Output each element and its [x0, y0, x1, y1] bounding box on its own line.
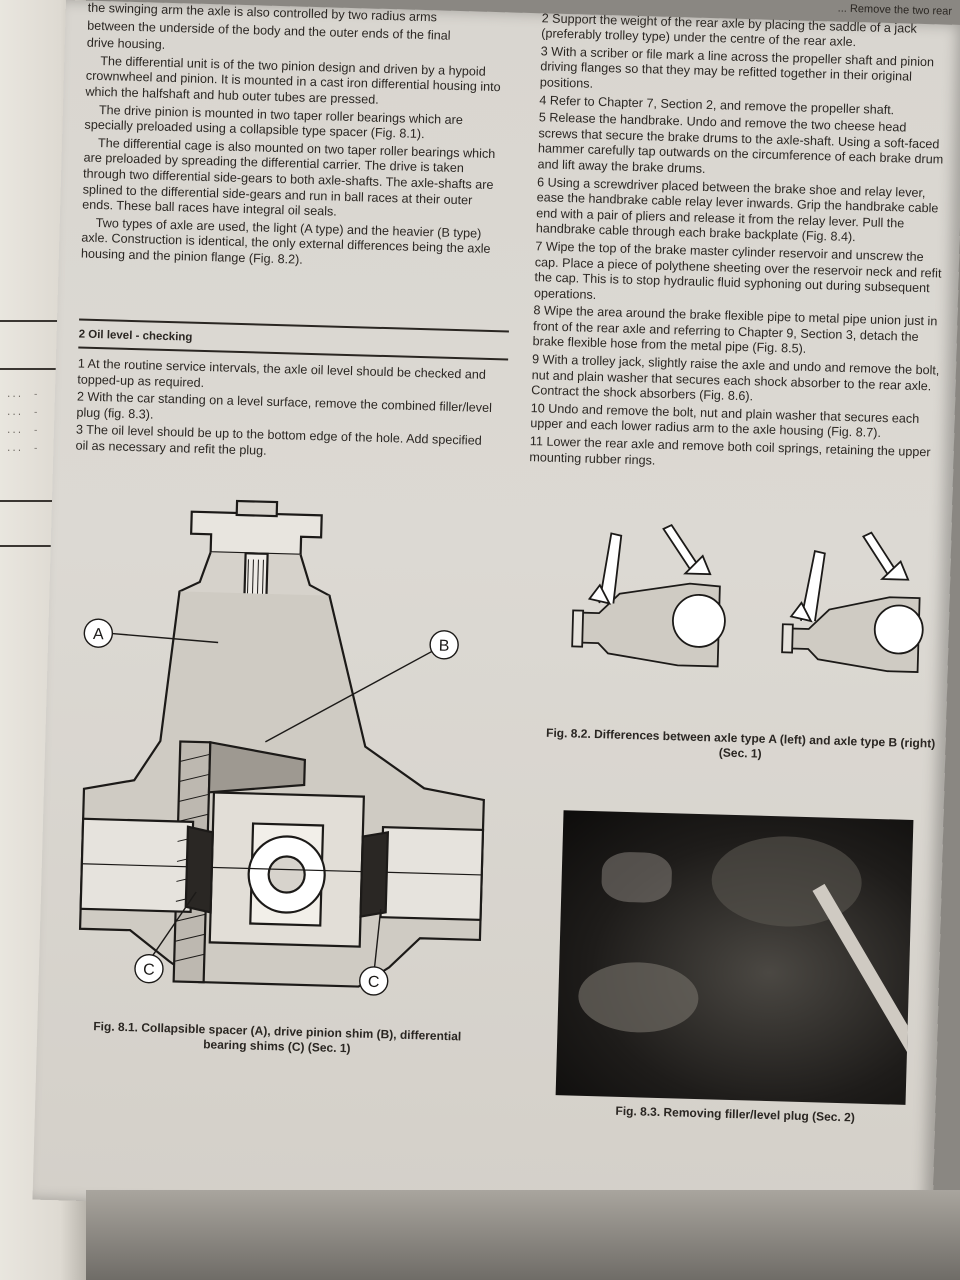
- left-text-column: the swinging arm the axle is also contro…: [81, 1, 508, 276]
- photo-highlight-region: [601, 851, 673, 904]
- figure-caption-8-3: Fig. 8.3. Removing filler/level plug (Se…: [615, 1103, 856, 1125]
- section-heading-oil-level: 2 Oil level - checking: [78, 318, 509, 361]
- facing-page-marks: ... -: [6, 426, 39, 436]
- section2-steps: 1 At the routine service intervals, the …: [75, 356, 498, 467]
- desk-surface: [86, 1190, 960, 1280]
- filler-plug-photo: [555, 810, 914, 1105]
- callout-label-a: A: [93, 626, 104, 643]
- callout-label-c-left: C: [143, 962, 155, 979]
- facing-page-rule: [0, 320, 86, 322]
- facing-page-rule: [0, 368, 86, 370]
- facing-page-marks: ... -: [6, 390, 39, 400]
- removal-step: 9 With a trolley jack, slightly raise th…: [531, 352, 940, 404]
- photo-tool-bar: [812, 883, 914, 1081]
- photo-shadow-region: [577, 960, 700, 1035]
- axle-types-diagram: [571, 523, 924, 673]
- removal-step: 8 Wipe the area around the brake flexibl…: [532, 303, 938, 357]
- removal-step: 5 Release the handbrake. Undo and remove…: [537, 110, 944, 176]
- removal-step: 7 Wipe the top of the brake master cylin…: [533, 239, 942, 302]
- callout-label-b: B: [439, 638, 450, 655]
- figure-caption-8-1: Fig. 8.1. Collapsible spacer (A), drive …: [93, 1019, 462, 1056]
- facing-page-marks: ... -: [6, 408, 39, 418]
- body-paragraph: The differential cage is also mounted on…: [82, 135, 496, 219]
- right-text-column: ... Remove the two rear 2 Support the we…: [529, 0, 952, 479]
- figure-caption-8-2: Fig. 8.2. Differences between axle type …: [545, 725, 936, 761]
- body-paragraph: Two types of axle are used, the light (A…: [80, 215, 491, 267]
- facing-page-rule: [0, 545, 86, 547]
- book-page: the swinging arm the axle is also contro…: [32, 0, 960, 1225]
- facing-page-marks: ... -: [6, 444, 39, 454]
- facing-page-rule: [0, 500, 86, 502]
- removal-step: 3 With a scriber or file mark a line acr…: [539, 44, 935, 91]
- removal-step: 6 Using a screwdriver placed between the…: [535, 174, 939, 245]
- callout-label-c-right: C: [368, 974, 380, 991]
- differential-cross-section-diagram: A B C C: [78, 499, 485, 996]
